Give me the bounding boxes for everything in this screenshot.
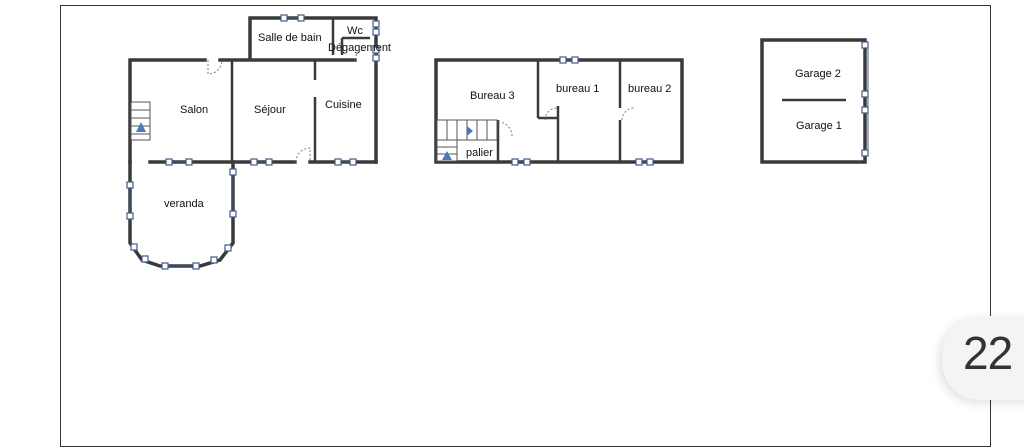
room-label-bureau-3: Bureau 3 — [470, 90, 515, 102]
room-label-bureau-1: bureau 1 — [556, 83, 599, 95]
room-label-bureau-2: bureau 2 — [628, 83, 671, 95]
stair-up-arrow-icon — [136, 122, 146, 132]
first-floor-windows — [511, 56, 654, 166]
room-label-palier: palier — [466, 147, 493, 159]
degagement-door-arc — [354, 49, 366, 61]
garage-plan: Garage 2 Garage 1 — [760, 38, 869, 164]
bureau1-door-arc — [544, 107, 558, 121]
room-label-salon: Salon — [180, 104, 208, 116]
ground-floor-plan: Salle de bain Wc Dégagement Salon Séjour… — [126, 14, 391, 270]
ground-floor-windows — [126, 14, 380, 270]
salon-door-arc — [207, 59, 223, 75]
bureau2-door-arc — [621, 107, 635, 121]
sejour-door-arc — [295, 147, 311, 163]
room-label-degagement: Dégagement — [328, 42, 391, 54]
stair-up-arrow-icon — [467, 126, 473, 136]
garage-windows — [861, 41, 869, 157]
room-label-sejour: Séjour — [254, 104, 286, 116]
bathroom-wall — [248, 16, 378, 60]
room-label-veranda: veranda — [164, 198, 205, 210]
room-label-garage-1: Garage 1 — [796, 120, 842, 132]
veranda-wall — [128, 160, 235, 268]
room-label-cuisine: Cuisine — [325, 99, 362, 111]
bureau3-door-arc — [497, 121, 513, 137]
room-label-wc: Wc — [347, 25, 363, 37]
room-label-salle-de-bain: Salle de bain — [258, 32, 322, 44]
plan-sheet — [60, 5, 991, 447]
salon-wall-west — [128, 58, 207, 164]
page-number: 22 — [963, 327, 1013, 379]
page-number-badge — [942, 316, 1024, 400]
first-floor-plan: Bureau 3 bureau 1 bureau 2 palier — [434, 56, 684, 166]
garage-outline — [760, 38, 867, 164]
stair-up-arrow-icon — [442, 151, 452, 160]
floor-plan-drawing: Salle de bain Wc Dégagement Salon Séjour… — [126, 14, 869, 270]
room-label-garage-2: Garage 2 — [795, 68, 841, 80]
